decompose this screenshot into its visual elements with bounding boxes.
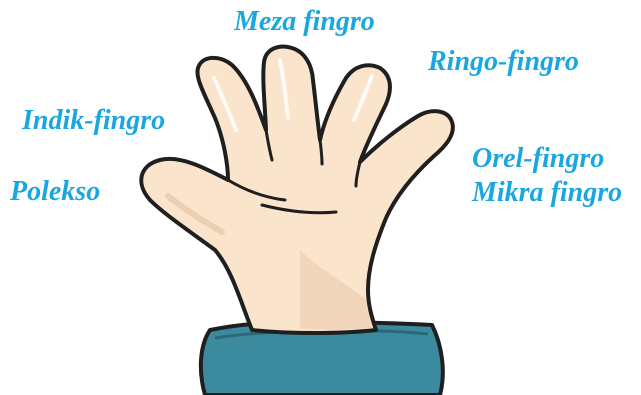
label-orel-fingro: Orel-fingro <box>472 145 604 173</box>
label-polekso: Polekso <box>10 178 100 206</box>
label-meza-fingro: Meza fingro <box>234 8 375 36</box>
label-ringo-fingro: Ringo-fingro <box>428 48 579 76</box>
label-mikra-fingro: Mikra fingro <box>472 179 622 207</box>
label-indik-fingro: Indik-fingro <box>22 107 165 135</box>
hand-shape <box>141 47 453 333</box>
